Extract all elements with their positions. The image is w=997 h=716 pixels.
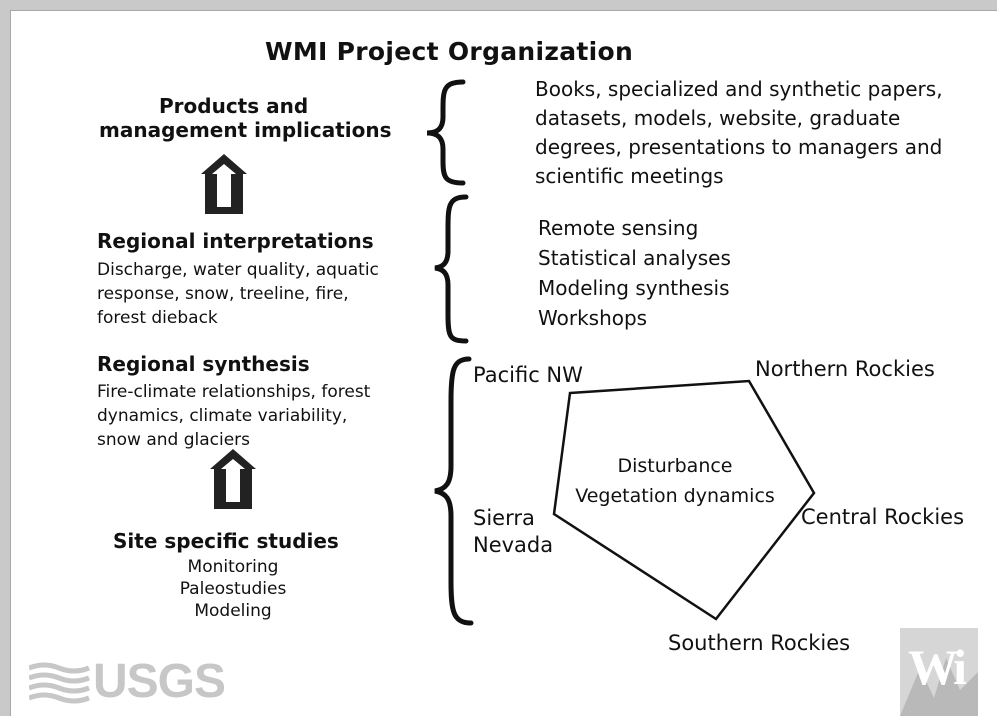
diagram-graphics [201, 79, 816, 626]
pentagon-center-label: Disturbance Vegetation dynamics [575, 455, 775, 507]
usgs-waves-icon [29, 662, 90, 704]
region-sierra-nevada: Sierra Nevada [473, 506, 554, 557]
site-details: Monitoring Paleostudies Modeling [179, 557, 287, 621]
brace-interpretations [434, 194, 469, 344]
products-description: Books, specialized and synthetic papers,… [535, 77, 943, 188]
usgs-logo: USGS [29, 655, 249, 708]
region-southern-rockies: Southern Rockies [668, 631, 851, 655]
brace-products [426, 79, 466, 186]
products-heading-line1: Products and [159, 94, 309, 118]
region-central-rockies: Central Rockies [801, 505, 965, 529]
usgs-logo-text: USGS [93, 655, 226, 708]
synthesis-heading: Regional synthesis [97, 352, 310, 376]
interpretations-methods: Remote sensing Statistical analyses Mode… [538, 216, 731, 330]
products-heading-line2: management implications [99, 118, 392, 142]
wmi-logo: Wi [900, 628, 978, 716]
page-title: WMI Project Organization [265, 37, 634, 66]
interpretations-details: Discharge, water quality, aquatic respon… [97, 260, 379, 328]
up-arrow-icon [201, 154, 247, 214]
region-northern-rockies: Northern Rockies [755, 357, 935, 381]
interpretations-heading: Regional interpretations [97, 229, 374, 253]
slide: WMI Project Organization Products and ma… [10, 10, 997, 716]
brace-synthesis [434, 356, 474, 626]
mountain-icon [900, 658, 978, 716]
wmi-logo-text: Wi [908, 639, 967, 695]
regions-pentagon [552, 379, 816, 621]
synthesis-details: Fire-climate relationships, forest dynam… [97, 382, 371, 450]
site-heading: Site specific studies [113, 529, 339, 553]
region-pacific-nw: Pacific NW [473, 363, 583, 387]
up-arrow-icon [210, 449, 256, 509]
